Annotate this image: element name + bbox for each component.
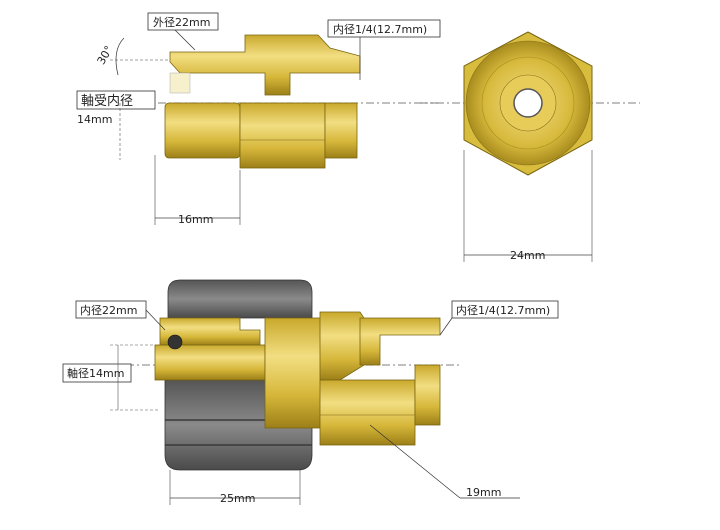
inner-diameter-label-top: 内径1/4(12.7mm) [333, 22, 427, 36]
inner-diameter-left-label: 内径22mm [80, 303, 137, 317]
top-length-label: 16mm [178, 213, 213, 226]
nut-size-label: 19mm [466, 486, 501, 499]
o-ring [167, 334, 183, 350]
top-body-upper [169, 34, 361, 96]
outer-diameter-label: 外径22mm [153, 16, 210, 29]
bottom-body [264, 317, 326, 429]
rubber-sleeve-upper [167, 279, 313, 319]
end-width-label: 24mm [510, 249, 545, 262]
bearing-value: 14mm [77, 113, 112, 126]
bottom-hex-nut [319, 379, 416, 446]
top-bore [169, 72, 191, 94]
top-shaft [164, 102, 241, 159]
bearing-label: 軸受内径 [81, 93, 133, 109]
bottom-thread-end [414, 364, 441, 426]
bottom-view: 内径22mm 軸径14mm 内径1/4(12.7mm) 25mm 19mm [62, 279, 559, 505]
top-hex [239, 102, 326, 169]
top-thread-end [324, 102, 358, 159]
end-view: 24mm [420, 31, 640, 262]
shaft-diameter-label: 軸径14mm [67, 366, 124, 380]
inner-diameter-right-label: 内径1/4(12.7mm) [456, 303, 550, 317]
bottom-length-label: 25mm [220, 492, 255, 505]
angle-label: 30° [95, 44, 116, 67]
top-view: 30° 外径22mm 内径1/4(12.7mm) 軸受内径 14mm 16mm [76, 12, 441, 226]
hex-bore [513, 88, 543, 118]
bottom-shaft [154, 344, 266, 381]
